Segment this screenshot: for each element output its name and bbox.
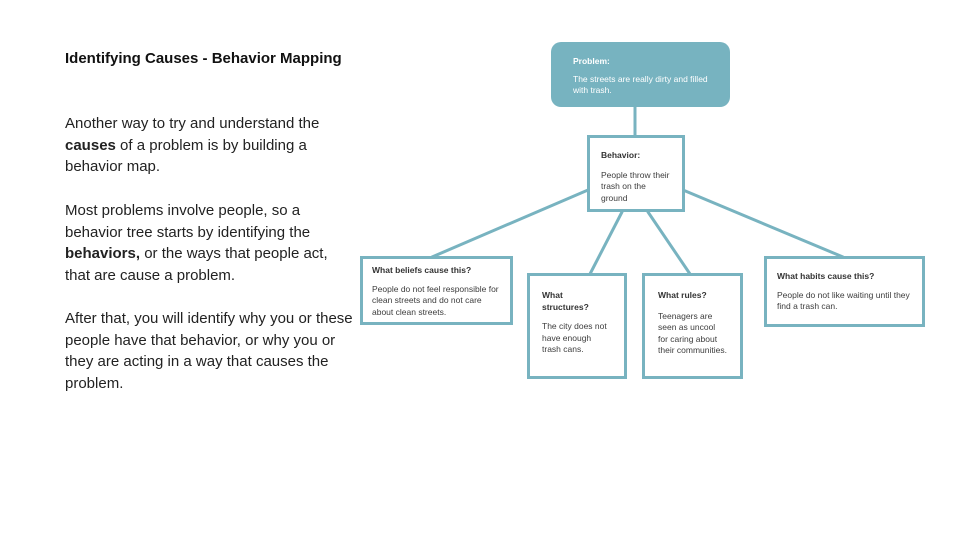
behavior-text: People throw their trash on the ground: [601, 169, 670, 203]
structures-heading: What structures?: [542, 290, 589, 312]
rules-heading: What rules?: [658, 290, 707, 300]
structures-text: The city does not have enough trash cans…: [542, 321, 607, 354]
behavior-box: Behavior: People throw their trash on th…: [587, 135, 685, 212]
rules-box: What rules? Teenagers are seen as uncool…: [642, 273, 743, 379]
intro-text-a: Another way to try and understand the: [65, 115, 320, 132]
beliefs-heading: What beliefs cause this?: [372, 265, 472, 275]
habits-box: What habits cause this? People do not li…: [764, 256, 925, 327]
habits-heading: What habits cause this?: [777, 271, 875, 281]
behaviors-text-a: Most problems involve people, so a behav…: [65, 202, 311, 241]
connector-behavior-rules: [646, 210, 692, 276]
behaviors-paragraph: Most problems involve people, so a behav…: [65, 200, 355, 286]
problem-box: Problem: The streets are really dirty an…: [551, 42, 730, 107]
behaviors-emphasis: behaviors,: [65, 245, 141, 262]
beliefs-text: People do not feel responsible for clean…: [372, 283, 499, 317]
problem-text: The streets are really dirty and filled …: [573, 73, 708, 96]
behavior-heading: Behavior:: [601, 150, 641, 160]
connector-behavior-beliefs: [430, 188, 590, 259]
beliefs-box: What beliefs cause this? People do not f…: [360, 256, 513, 325]
page-title: Identifying Causes - Behavior Mapping: [65, 50, 342, 67]
behaviors-text-c: or the ways that people act, that are ca…: [65, 245, 328, 284]
structures-box: What structures? The city does not have …: [527, 273, 627, 379]
problem-heading: Problem:: [573, 56, 610, 66]
connector-behavior-structures: [588, 210, 624, 276]
connector-behavior-habits: [681, 188, 845, 259]
next-step-paragraph: After that, you will identify why you or…: [65, 310, 353, 392]
intro-text-c: of a problem is by building a behavior m…: [65, 136, 307, 176]
rules-text: Teenagers are seen as uncool for caring …: [658, 310, 727, 356]
habits-text: People do not like waiting until they fi…: [777, 289, 910, 312]
intro-paragraph: Another way to try and understand the ca…: [65, 113, 355, 178]
intro-emphasis-causes: causes: [65, 136, 116, 154]
